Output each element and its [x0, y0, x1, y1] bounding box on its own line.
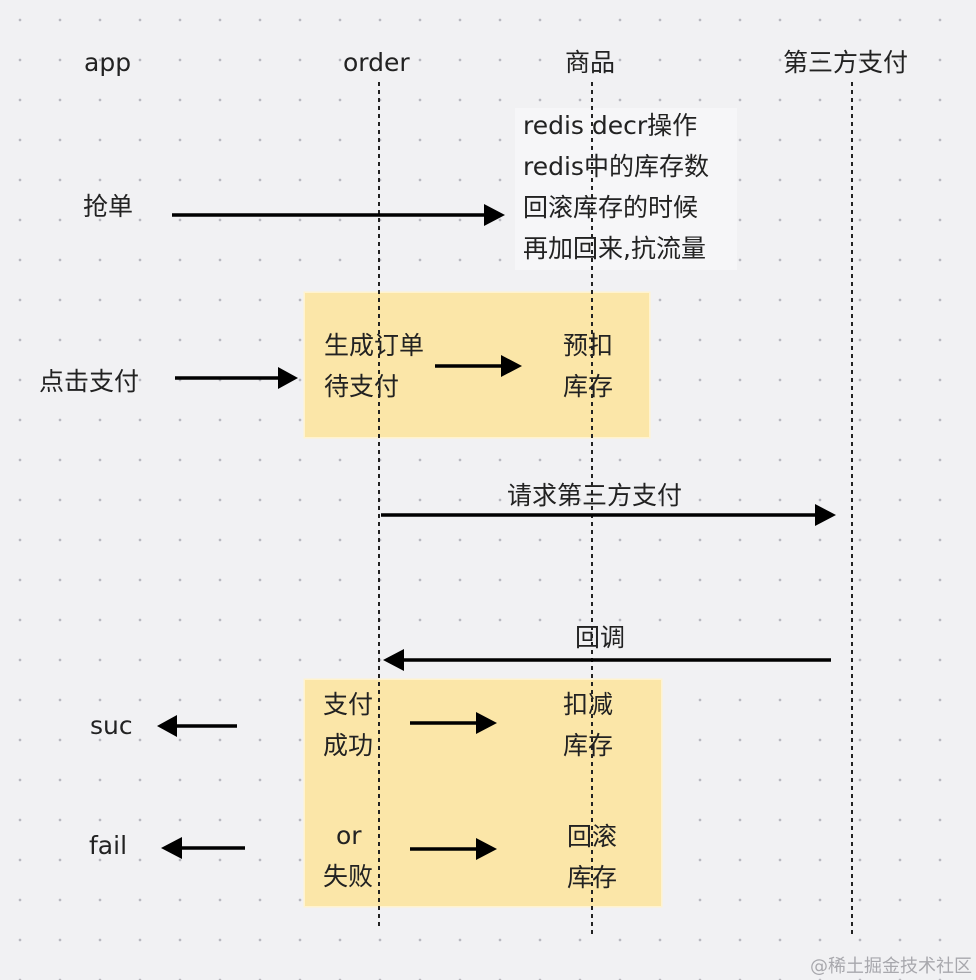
lane-goods: 商品 — [565, 48, 616, 77]
watermark: @稀土掘金技术社区 — [810, 956, 972, 977]
label-rollback-stock: 回滚 库存 — [567, 822, 618, 892]
label-click-pay: 点击支付 — [39, 367, 140, 396]
lane-order: order — [343, 48, 410, 77]
arrowhead-request-pay — [815, 504, 836, 526]
label-request-pay: 请求第三方支付 — [507, 481, 683, 510]
redis-note-background — [515, 108, 737, 270]
label-pay-success: 支付 成功 — [323, 690, 374, 760]
arrowhead-click-pay — [278, 367, 298, 389]
label-create-order: 生成订单 待支付 — [324, 331, 425, 401]
label-fail-cn: 失败 — [323, 862, 374, 891]
label-suc: suc — [90, 711, 133, 740]
arrowhead-create-order — [501, 355, 522, 377]
label-fail: fail — [89, 831, 128, 860]
arrowhead-fail — [476, 838, 497, 860]
arrowhead-suc — [157, 715, 177, 737]
redis-note: redis decr操作 redis中的库存数 回滚库存的时候 再加回来,抗流量 — [523, 111, 709, 263]
label-callback: 回调 — [575, 623, 626, 652]
label-grab: 抢单 — [83, 192, 134, 221]
lane-app: app — [84, 48, 132, 77]
label-deduct-stock: 扣减 库存 — [563, 690, 614, 760]
arrowhead-fail-back — [161, 837, 182, 859]
lane-third-party-pay: 第三方支付 — [783, 48, 909, 77]
arrowhead-callback — [383, 649, 404, 671]
label-pre-deduct: 预扣 库存 — [563, 331, 614, 401]
arrowhead-grab — [484, 204, 505, 226]
label-or: or — [336, 821, 362, 850]
arrowhead-pay-success — [476, 712, 497, 734]
